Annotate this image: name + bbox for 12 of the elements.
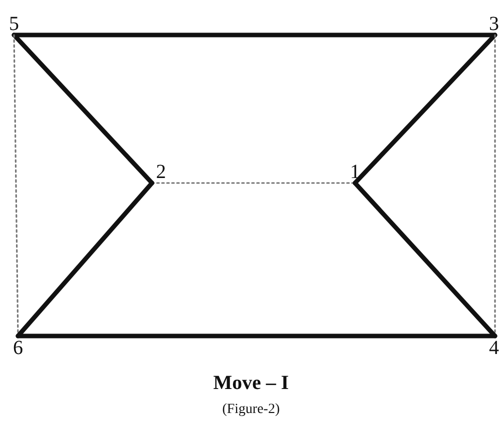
vertex-number: 6 [9, 336, 27, 360]
figure-label: (Figure-2) [222, 402, 280, 418]
vertex-number: 5 [5, 12, 23, 35]
line-segment [16, 334, 498, 338]
vertex-number: 2 [152, 161, 170, 183]
line-segment [352, 32, 498, 186]
vertex-number: 4 [486, 336, 502, 360]
vertex-number: 1 [346, 161, 364, 183]
dotted-line [151, 182, 356, 184]
caption: Move – I [213, 372, 289, 395]
line-segment [12, 32, 154, 186]
vertex-number: 3 [486, 12, 502, 35]
